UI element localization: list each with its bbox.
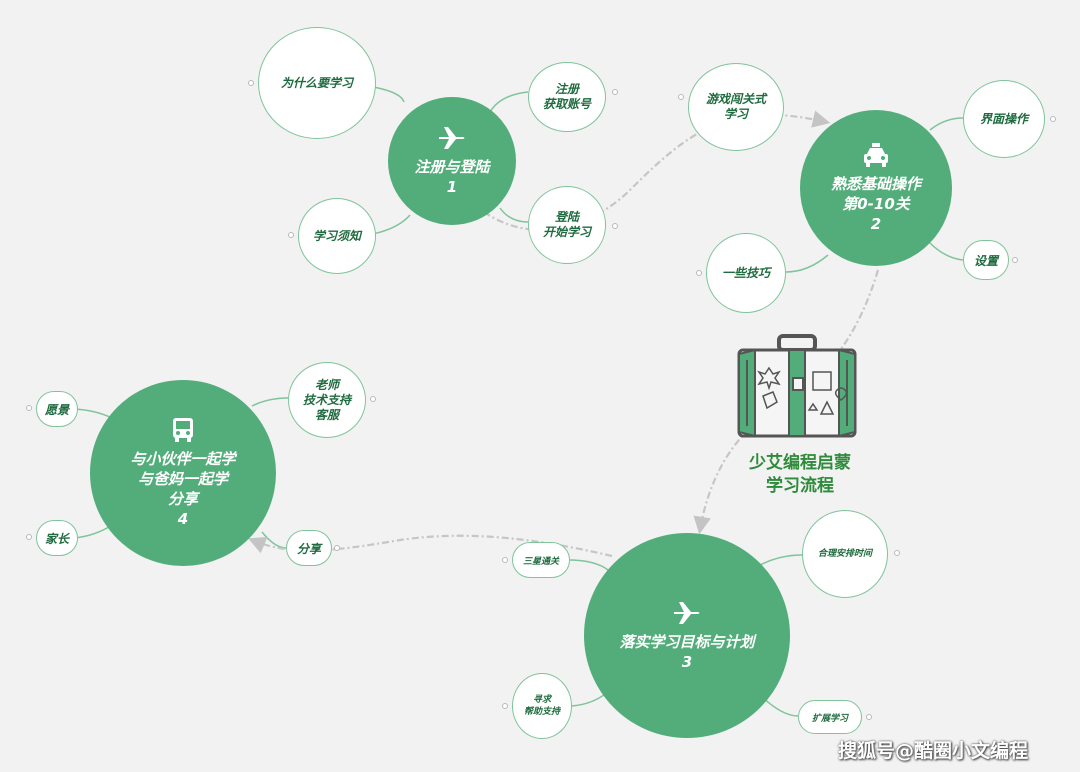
node-learn-together[interactable]: 与小伙伴一起学 与爸妈一起学 分享 4 (90, 380, 276, 566)
branch-tips (785, 254, 829, 273)
collapse-dot[interactable] (1012, 257, 1018, 263)
branch-ui (929, 117, 964, 131)
node-register-login-number: 1 (446, 178, 458, 196)
node-basic-ops-number: 2 (870, 215, 882, 233)
node-learn-together-title: 与小伙伴一起学 与爸妈一起学 分享 (130, 450, 236, 508)
node-register-login-title: 注册与登陆 (414, 158, 490, 176)
collapse-dot[interactable] (26, 405, 32, 411)
node-goals-plan-title: 落实学习目标与计划 (619, 632, 755, 651)
collapse-dot[interactable] (866, 714, 872, 720)
collapse-dot[interactable] (502, 557, 508, 563)
sub-tips[interactable]: 一些技巧 (706, 233, 786, 313)
sub-game-learning[interactable]: 游戏闯关式 学习 (688, 63, 784, 151)
branch-three-star (567, 559, 609, 571)
watermark: 搜狐号@酷圈小文编程 (838, 740, 1029, 762)
branch-teacher (251, 397, 289, 407)
collapse-dot[interactable] (334, 545, 340, 551)
branch-register (489, 91, 529, 113)
collapse-dot[interactable] (696, 270, 702, 276)
bus-icon (173, 418, 193, 442)
pill-parent[interactable]: 家长 (36, 520, 78, 556)
pill-three-star[interactable]: 三星通关 (512, 542, 570, 578)
collapse-dot[interactable] (248, 80, 254, 86)
sub-ui-ops[interactable]: 界面操作 (963, 80, 1045, 158)
collapse-dot[interactable] (612, 89, 618, 95)
sub-why-learn[interactable]: 为什么要学习 (258, 27, 376, 139)
collapse-dot[interactable] (1050, 116, 1056, 122)
node-goals-plan[interactable]: 落实学习目标与计划 3 (584, 533, 790, 738)
pill-vision[interactable]: 愿景 (36, 391, 78, 427)
suitcase-icon (737, 334, 857, 438)
collapse-dot[interactable] (370, 396, 376, 402)
center-title: 少艾编程启蒙 学习流程 (749, 453, 851, 496)
node-basic-ops-title: 熟悉基础操作 第0-10关 (830, 175, 921, 213)
branch-login (499, 207, 529, 223)
pill-extend[interactable]: 扩展学习 (798, 700, 862, 734)
airplane-icon (674, 601, 700, 624)
node-basic-ops[interactable]: 熟悉基础操作 第0-10关 2 (800, 110, 952, 266)
node-goals-plan-number: 3 (681, 652, 693, 671)
node-register-login[interactable]: 注册与登陆 1 (388, 97, 516, 225)
pill-share[interactable]: 分享 (286, 530, 332, 566)
flow-1-to-2 (483, 110, 831, 231)
pill-settings[interactable]: 设置 (963, 240, 1009, 280)
collapse-dot[interactable] (288, 232, 294, 238)
collapse-dot[interactable] (26, 534, 32, 540)
sub-login-start[interactable]: 登陆 开始学习 (528, 186, 606, 264)
branch-settings (929, 242, 964, 261)
sub-seek-help[interactable]: 寻求 帮助支持 (512, 673, 572, 739)
branch-vision (73, 408, 113, 419)
taxi-icon (864, 143, 888, 167)
node-learn-together-number: 4 (177, 510, 189, 528)
sub-teacher-support[interactable]: 老师 技术支持 客服 (288, 362, 366, 438)
flow-3-to-4 (247, 534, 613, 558)
sub-notice[interactable]: 学习须知 (298, 198, 376, 274)
collapse-dot[interactable] (894, 550, 900, 556)
sub-register-account[interactable]: 注册 获取账号 (528, 62, 606, 132)
sub-schedule-time[interactable]: 合理安排时间 (802, 510, 888, 598)
collapse-dot[interactable] (502, 703, 508, 709)
collapse-dot[interactable] (612, 223, 618, 229)
collapse-dot[interactable] (678, 94, 684, 100)
flow-2-to-3 (693, 269, 880, 535)
branch-schedule (759, 554, 803, 566)
airplane-icon (439, 127, 465, 149)
